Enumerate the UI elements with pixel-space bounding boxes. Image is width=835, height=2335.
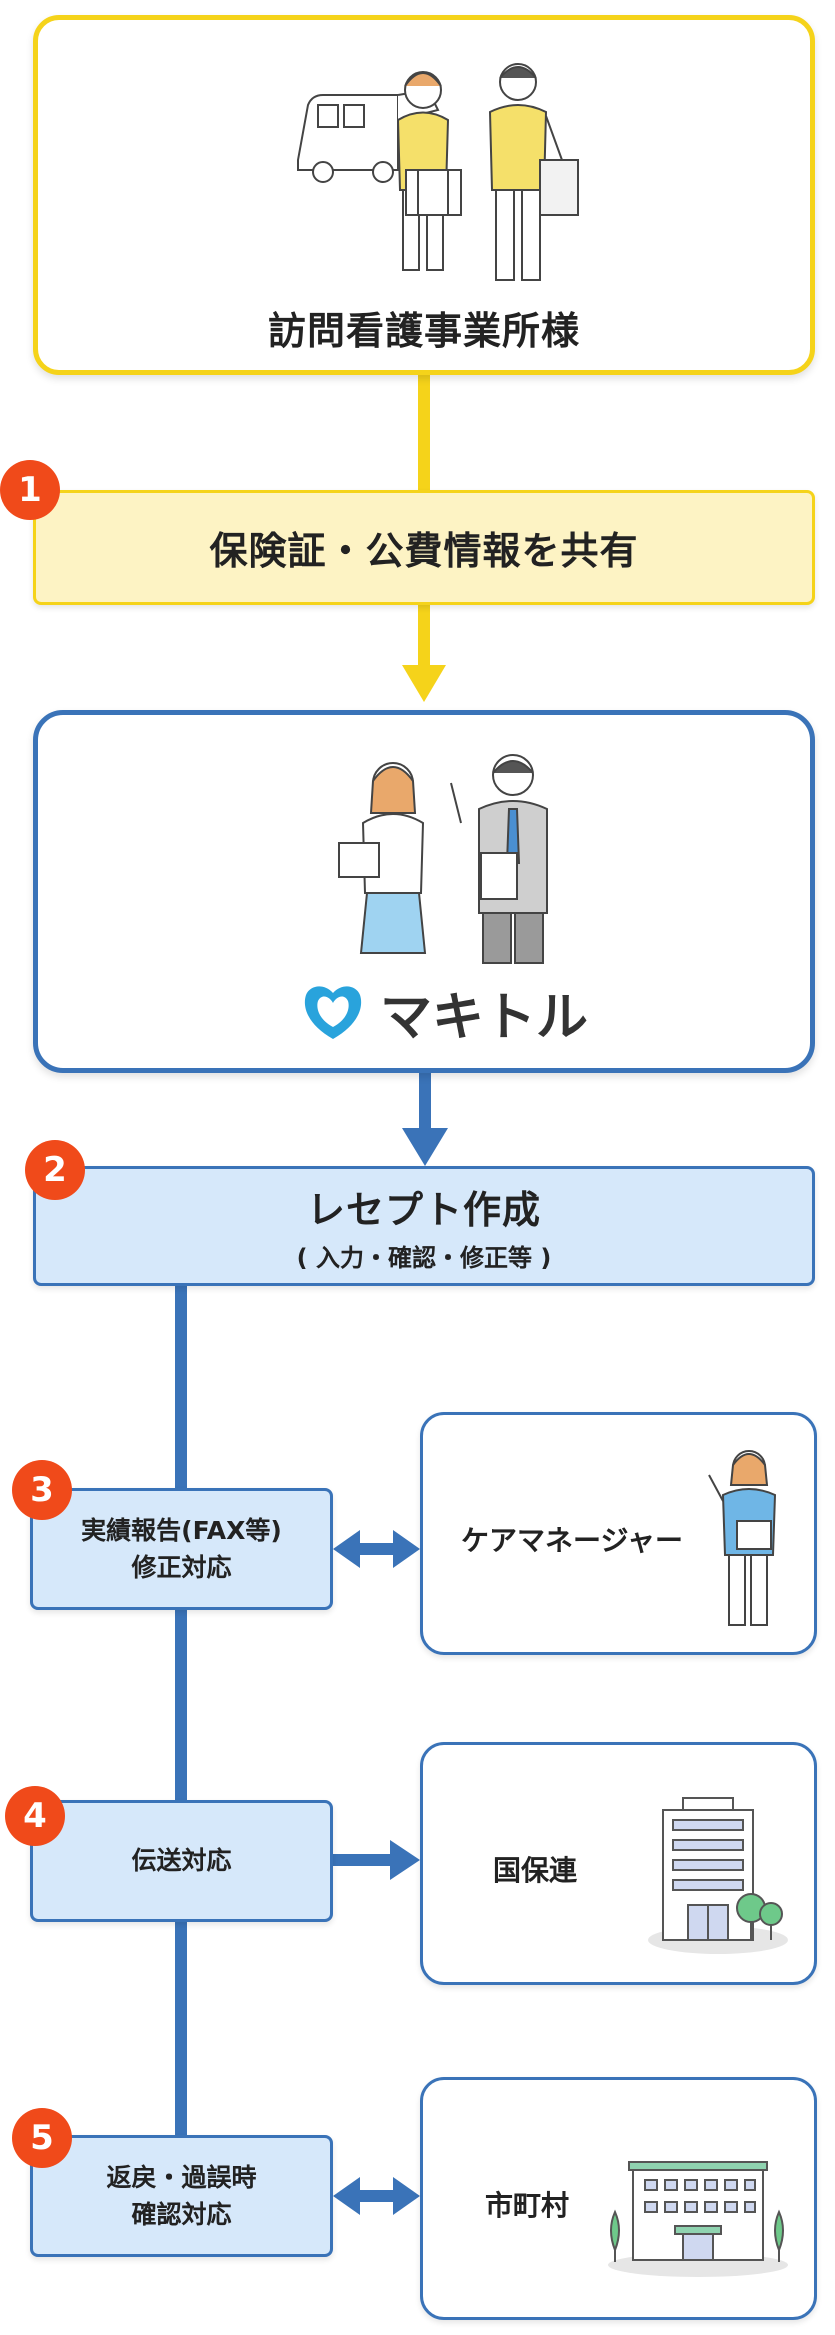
blue-spine [175, 1286, 187, 2139]
step5-badge: 5 [12, 2108, 72, 2168]
makitoru-logo: マキトル [298, 977, 598, 1048]
nurses-with-van-illustration [297, 63, 579, 281]
step1-badge: 1 [0, 460, 60, 520]
kokuho-box: 国保連 [420, 1742, 817, 1985]
step3-badge: 3 [12, 1460, 72, 1520]
yellow-arrowhead [402, 665, 446, 702]
makitoru-logo-text: マキトル [380, 987, 589, 1048]
arrow-4-head [390, 1840, 420, 1880]
step4-label: 伝送対応 [131, 1846, 232, 1876]
step2-sublabel: ( 入力・確認・修正等 ) [296, 1244, 552, 1272]
blue-connector-1 [419, 1073, 431, 1136]
city-label: 市町村 [485, 2189, 570, 2222]
nursing-office-title: 訪問看護事業所様 [267, 309, 580, 353]
makitoru-box: マキトル [33, 710, 815, 1073]
step3-line2: 修正対応 [131, 1553, 232, 1582]
step3-line1: 実績報告(FAX等) [81, 1515, 282, 1545]
care-manager-box: ケアマネージャー [420, 1412, 817, 1655]
step2-label: レセプト作成 [306, 1188, 541, 1232]
step4-badge: 4 [5, 1786, 65, 1846]
double-arrow-3-right [393, 1530, 420, 1568]
care-manager-label: ケアマネージャー [461, 1524, 684, 1557]
step5-line1: 返戻・過誤時 [106, 2162, 257, 2192]
arrow-4-shaft [333, 1854, 395, 1866]
step2-receipt-creation-bar: レセプト作成 ( 入力・確認・修正等 ) [33, 1166, 815, 1286]
staff-pair-illustration [338, 754, 548, 964]
step5-return-error-box: 返戻・過誤時 確認対応 [30, 2135, 333, 2257]
heart-logo-icon [304, 986, 362, 1039]
city-hall-building-icon [608, 2161, 788, 2277]
step2-badge: 2 [25, 1140, 85, 1200]
care-manager-illustration [708, 1450, 777, 1626]
yellow-connector-2 [418, 605, 430, 675]
step4-transmission-box: 伝送対応 [30, 1800, 333, 1922]
blue-arrowhead-1 [402, 1128, 448, 1166]
nursing-office-box: 訪問看護事業所様 [33, 15, 815, 375]
double-arrow-5-right [393, 2177, 420, 2215]
step1-label: 保険証・公費情報を共有 [209, 529, 639, 573]
yellow-connector-1 [418, 375, 430, 490]
double-arrow-3-left [333, 1530, 360, 1568]
city-box: 市町村 [420, 2077, 817, 2320]
kokuho-label: 国保連 [493, 1854, 578, 1887]
step3-performance-report-box: 実績報告(FAX等) 修正対応 [30, 1488, 333, 1610]
step1-share-insurance-bar: 保険証・公費情報を共有 [33, 490, 815, 605]
double-arrow-5-left [333, 2177, 360, 2215]
office-building-icon [648, 1797, 788, 1954]
step5-line2: 確認対応 [131, 2200, 232, 2229]
